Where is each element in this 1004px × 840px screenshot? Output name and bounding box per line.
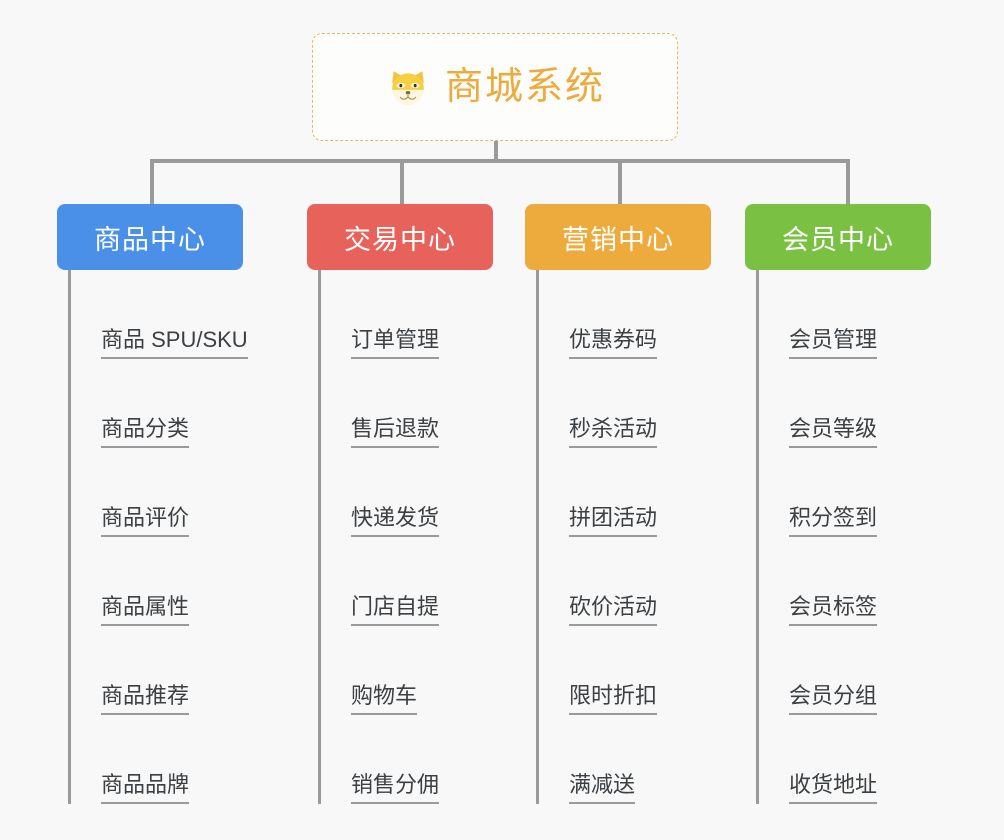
leaf-label: 商品分类: [101, 416, 190, 448]
root-node[interactable]: 商城系统: [312, 33, 678, 141]
leaf-item[interactable]: 商品评价: [68, 448, 243, 537]
leaf-item[interactable]: 商品品牌: [68, 715, 243, 804]
leaf-item[interactable]: 会员管理: [756, 270, 931, 359]
leaf-label: 购物车: [351, 683, 418, 715]
connector-drop-4: [846, 159, 850, 204]
category-label: 商品中心: [94, 224, 206, 255]
leaf-item[interactable]: 商品属性: [68, 537, 243, 626]
leaf-item[interactable]: 商品分类: [68, 359, 243, 448]
category-column-marketing: 营销中心 优惠券码 秒杀活动 拼团活动 砍价活动 限时折扣 满减送: [525, 204, 711, 804]
leaf-item[interactable]: 商品 SPU/SKU: [68, 270, 248, 359]
leaf-label: 商品 SPU/SKU: [101, 327, 248, 359]
leaf-label: 销售分佣: [351, 772, 440, 804]
leaf-label: 商品推荐: [101, 683, 190, 715]
leaf-label: 积分签到: [789, 505, 878, 537]
leaf-item[interactable]: 限时折扣: [536, 626, 711, 715]
leaf-label: 商品属性: [101, 594, 190, 626]
category-header-trade[interactable]: 交易中心: [307, 204, 493, 270]
leaf-label: 订单管理: [351, 327, 440, 359]
leaf-label: 门店自提: [351, 594, 440, 626]
leaf-item[interactable]: 会员分组: [756, 626, 931, 715]
leaf-label: 售后退款: [351, 416, 440, 448]
category-column-member: 会员中心 会员管理 会员等级 积分签到 会员标签 会员分组 收货地址: [745, 204, 931, 804]
leaf-label: 砍价活动: [569, 594, 658, 626]
leaf-item[interactable]: 会员等级: [756, 359, 931, 448]
trunk-line: [536, 270, 539, 804]
trunk-line: [318, 270, 321, 804]
category-header-member[interactable]: 会员中心: [745, 204, 931, 270]
root-title: 商城系统: [444, 66, 605, 108]
leaf-item[interactable]: 积分签到: [756, 448, 931, 537]
leaf-item[interactable]: 快递发货: [318, 448, 493, 537]
leaf-item[interactable]: 销售分佣: [318, 715, 493, 804]
leaf-label: 秒杀活动: [569, 416, 658, 448]
category-label: 营销中心: [562, 224, 674, 255]
leaf-list-product: 商品 SPU/SKU 商品分类 商品评价 商品属性 商品推荐 商品品牌: [68, 270, 248, 804]
leaf-label: 快递发货: [351, 505, 440, 537]
leaf-label: 会员标签: [789, 594, 878, 626]
leaf-item[interactable]: 秒杀活动: [536, 359, 711, 448]
leaf-label: 限时折扣: [569, 683, 658, 715]
leaf-label: 商品评价: [101, 505, 190, 537]
leaf-list-marketing: 优惠券码 秒杀活动 拼团活动 砍价活动 限时折扣 满减送: [536, 270, 711, 804]
leaf-label: 会员管理: [789, 327, 878, 359]
leaf-item[interactable]: 订单管理: [318, 270, 493, 359]
leaf-label: 会员等级: [789, 416, 878, 448]
connector-drop-3: [618, 159, 622, 204]
leaf-label: 收货地址: [789, 772, 878, 804]
leaf-item[interactable]: 收货地址: [756, 715, 931, 804]
leaf-item[interactable]: 门店自提: [318, 537, 493, 626]
shiba-dog-icon: [385, 64, 431, 110]
trunk-line: [756, 270, 759, 804]
category-header-product[interactable]: 商品中心: [57, 204, 243, 270]
leaf-label: 满减送: [569, 772, 636, 804]
leaf-label: 会员分组: [789, 683, 878, 715]
leaf-item[interactable]: 满减送: [536, 715, 711, 804]
leaf-item[interactable]: 拼团活动: [536, 448, 711, 537]
leaf-item[interactable]: 优惠券码: [536, 270, 711, 359]
category-label: 会员中心: [782, 224, 894, 255]
leaf-label: 拼团活动: [569, 505, 658, 537]
connector-drop-2: [400, 159, 404, 204]
connector-drop-1: [150, 159, 154, 204]
leaf-list-member: 会员管理 会员等级 积分签到 会员标签 会员分组 收货地址: [756, 270, 931, 804]
category-column-product: 商品中心 商品 SPU/SKU 商品分类 商品评价 商品属性 商品推荐 商品品牌: [57, 204, 248, 804]
leaf-item[interactable]: 售后退款: [318, 359, 493, 448]
leaf-item[interactable]: 商品推荐: [68, 626, 243, 715]
connector-bus: [150, 159, 850, 163]
trunk-line: [68, 270, 71, 804]
category-label: 交易中心: [344, 224, 456, 255]
category-header-marketing[interactable]: 营销中心: [525, 204, 711, 270]
leaf-list-trade: 订单管理 售后退款 快递发货 门店自提 购物车 销售分佣: [318, 270, 493, 804]
leaf-item[interactable]: 购物车: [318, 626, 493, 715]
category-column-trade: 交易中心 订单管理 售后退款 快递发货 门店自提 购物车 销售分佣: [307, 204, 493, 804]
leaf-label: 商品品牌: [101, 772, 190, 804]
leaf-item[interactable]: 会员标签: [756, 537, 931, 626]
leaf-label: 优惠券码: [569, 327, 658, 359]
leaf-item[interactable]: 砍价活动: [536, 537, 711, 626]
connector-root-stem: [494, 141, 498, 162]
